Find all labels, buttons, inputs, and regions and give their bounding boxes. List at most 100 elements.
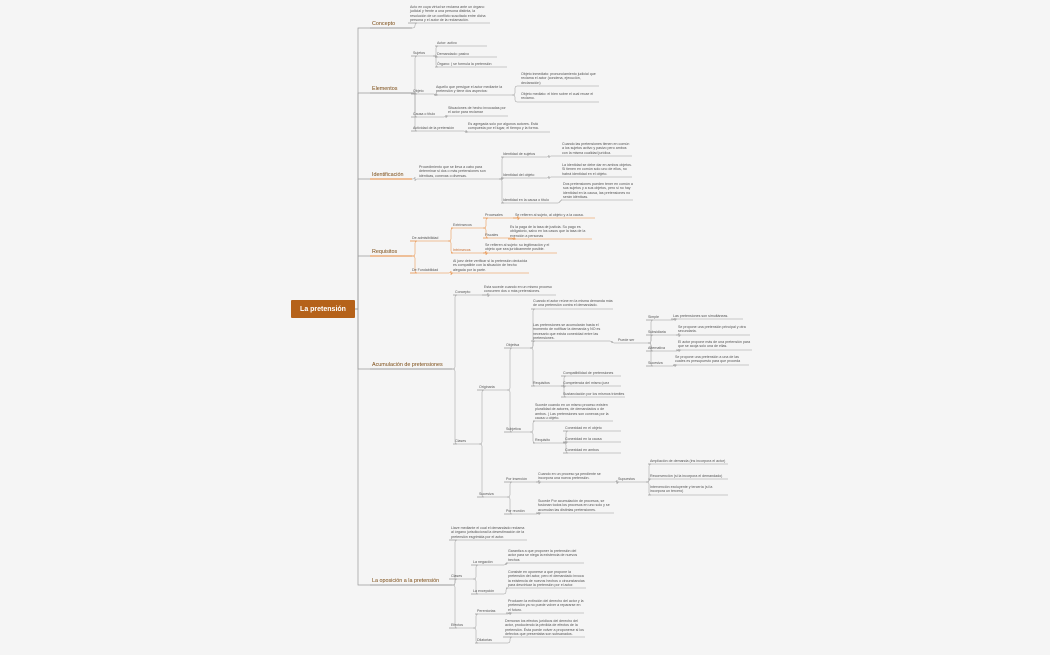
- node-req-comp1[interactable]: Compatibilidad de pretensiones: [563, 371, 614, 375]
- node-id-sujetos-desc[interactable]: Cuando las pretensiones tienen en común …: [562, 142, 630, 155]
- node-clases[interactable]: Clases: [455, 439, 466, 443]
- node-id-objeto[interactable]: Identidad del objeto: [503, 173, 535, 177]
- node-subsidiaria-desc[interactable]: Se propone una pretensión principal y ot…: [678, 325, 746, 334]
- node-objeto[interactable]: Objeto: [413, 89, 424, 93]
- node-suj-pasivo[interactable]: Demandado: pasivo: [437, 52, 469, 56]
- connector: [536, 511, 542, 516]
- node-reunion[interactable]: Por reunión: [506, 509, 525, 513]
- connector: [452, 368, 458, 445]
- node-intrinsecos-desc[interactable]: Se refieren al sujeto: su legitimación y…: [485, 243, 550, 252]
- connector: [473, 627, 479, 644]
- node-req-comp3[interactable]: Sustanciación por los mismos trámites: [563, 392, 625, 396]
- node-fundabilidad-desc[interactable]: Al juez debe verificar si la pretensión …: [453, 259, 528, 272]
- node-excepcion-desc[interactable]: Consiste en oponerse a que propone la pr…: [508, 570, 585, 587]
- node-concepto[interactable]: Concepto: [372, 21, 396, 27]
- node-insercion[interactable]: Por inserción: [506, 477, 527, 481]
- node-puede-ser[interactable]: Puede ser: [618, 338, 635, 342]
- node-causa-desc[interactable]: Situaciones de hecho invocadas por el ac…: [448, 106, 506, 115]
- node-insercion-desc[interactable]: Cuando en un proceso ya pendiente se inc…: [538, 472, 601, 481]
- node-op-clases[interactable]: Clases: [451, 574, 462, 578]
- connector: [412, 176, 418, 182]
- node-id-sujetos[interactable]: Identidad de sujetos: [503, 152, 536, 156]
- node-suj-activo[interactable]: Actor: activo: [437, 41, 457, 45]
- node-procesales[interactable]: Procesales: [485, 213, 503, 217]
- connector: [513, 215, 521, 221]
- node-perentorias[interactable]: Perentorias: [477, 609, 496, 613]
- node-actividad[interactable]: Actividad de la pretensión: [413, 126, 455, 130]
- node-acumulacion[interactable]: Acumulación de pretensiones: [372, 362, 443, 368]
- node-id-objeto-desc[interactable]: La identidad se debe dar en ambos objeto…: [562, 163, 632, 176]
- node-id-causa-desc[interactable]: Dos pretensiones pueden tener en común a…: [563, 182, 633, 199]
- node-simple-desc[interactable]: Las pretensiones son simultáneas.: [673, 314, 729, 318]
- node-procesales-desc[interactable]: Se refieren al sujeto, al objeto y a la …: [515, 213, 584, 217]
- node-dilatorias[interactable]: Dilatorias: [477, 638, 492, 642]
- node-suj-organo[interactable]: Órgano: ( se formula la pretensión: [437, 62, 492, 66]
- node-acu-concepto-desc[interactable]: Esta sucede cuando en un mismo proceso c…: [484, 285, 552, 294]
- node-req-sub1[interactable]: Conexidad en el objeto: [565, 426, 602, 430]
- node-req-comp2[interactable]: Competencia del mismo juez: [563, 381, 610, 385]
- node-sup2[interactable]: Reconvención (si la incorpora el demanda…: [650, 474, 723, 478]
- node-requisitos-acu[interactable]: Requisitos: [533, 381, 550, 385]
- node-concepto-desc[interactable]: Acto en cuya virtud se reclama ante un ó…: [410, 5, 486, 22]
- connector: [483, 227, 489, 239]
- node-objeto-desc[interactable]: Aquello que persigue el actor mediante l…: [436, 85, 503, 94]
- connector: [448, 270, 454, 276]
- node-intrinsecos[interactable]: Intrínsecos: [453, 248, 471, 252]
- node-fiscales-desc[interactable]: Es la paga de la tasa de justicia. Su pa…: [510, 225, 586, 238]
- connector: [449, 584, 458, 629]
- node-alternativa[interactable]: Alternativa: [648, 346, 665, 350]
- root-node[interactable]: La pretensión: [291, 300, 355, 318]
- node-req-sub2[interactable]: Conexidad en la causa: [565, 437, 602, 441]
- connector: [433, 55, 439, 68]
- node-requisitos[interactable]: Requisitos: [372, 249, 398, 255]
- connector: [433, 92, 439, 97]
- node-subsidiaria[interactable]: Subsidiaria: [648, 330, 666, 334]
- node-dilatorias-desc[interactable]: Demoran los efectos jurídicos del derech…: [505, 619, 584, 636]
- node-efectos[interactable]: Efectos: [451, 623, 463, 627]
- node-requisito-sub[interactable]: Requisito: [535, 438, 550, 442]
- node-sucesiva[interactable]: Sucesiva: [648, 361, 663, 365]
- node-fiscales[interactable]: Fiscales: [485, 233, 499, 237]
- node-causa[interactable]: Causa o título: [413, 112, 436, 116]
- node-oposicion[interactable]: La oposición a la pretensión: [372, 578, 440, 584]
- node-objetiva[interactable]: Objetiva: [506, 343, 520, 347]
- node-supuestos[interactable]: Supuestos: [618, 477, 635, 481]
- node-oposicion-desc[interactable]: Llave mediante el cual el demandado recl…: [451, 526, 525, 539]
- node-subjetiva-desc[interactable]: Sucede cuando en un mismo proceso existe…: [535, 403, 609, 420]
- node-ident-desc[interactable]: Procedimiento que se lleva a cabo para d…: [419, 165, 486, 178]
- node-obj-inmediato[interactable]: Objeto inmediato: pronunciamiento judici…: [521, 72, 596, 85]
- node-excepcion[interactable]: La excepción: [473, 589, 495, 593]
- node-id-causa[interactable]: Identidad en la causa o título: [503, 198, 549, 202]
- node-reunion-desc[interactable]: Sucede Por acumulación de procesos, se f…: [538, 499, 610, 512]
- node-sucesiva-desc[interactable]: Se propone una pretensión a una de las c…: [675, 355, 741, 364]
- node-objetiva-desc2[interactable]: Las pretensiones se acumularán hasta el …: [533, 323, 601, 340]
- connector: [503, 562, 509, 566]
- node-sujetos[interactable]: Sujetos: [413, 51, 425, 55]
- node-simple[interactable]: Simple: [648, 315, 659, 319]
- node-negacion-desc[interactable]: Garantiza a que proponer la pretensión d…: [508, 549, 578, 562]
- node-elementos[interactable]: Elementos: [372, 86, 398, 92]
- node-perentorias-desc[interactable]: Producen la extinción del derecho del ac…: [508, 599, 584, 612]
- node-sup1[interactable]: Ampliación de demanda (ins incorpora el …: [650, 459, 726, 463]
- node-identificacion[interactable]: Identificación: [372, 172, 404, 178]
- node-sup3[interactable]: Intervención excluyente y tercería (si l…: [650, 485, 713, 494]
- node-actividad-desc[interactable]: Es agregada solo por algunos autores. Es…: [468, 122, 539, 131]
- node-subjetiva[interactable]: Subjetiva: [506, 427, 521, 431]
- node-objetiva-desc1[interactable]: Cuando el actor reúne en la misma demand…: [533, 299, 613, 308]
- node-negacion[interactable]: La negación: [473, 560, 493, 564]
- node-acu-concepto[interactable]: Concepto: [455, 290, 471, 294]
- connector: [477, 389, 485, 445]
- node-req-sub3[interactable]: Conexidad en ambos: [565, 448, 599, 452]
- connector: [355, 92, 370, 310]
- node-obj-mediato[interactable]: Objeto mediato: el bien sobre el cual re…: [521, 92, 594, 101]
- node-extrinsecos[interactable]: Extrínsecos: [453, 223, 472, 227]
- connector: [473, 613, 479, 629]
- node-sucesiva-cl[interactable]: Sucesiva: [479, 492, 494, 496]
- node-originaria[interactable]: Originaria: [479, 385, 495, 389]
- node-alternativa-desc[interactable]: El actor propone más de una pretensión p…: [678, 340, 751, 349]
- connector: [355, 308, 370, 586]
- node-admisibilidad[interactable]: De admisibilidad: [412, 236, 439, 240]
- node-fundabilidad[interactable]: De Fundabilidad: [412, 268, 439, 272]
- connector: [504, 347, 513, 391]
